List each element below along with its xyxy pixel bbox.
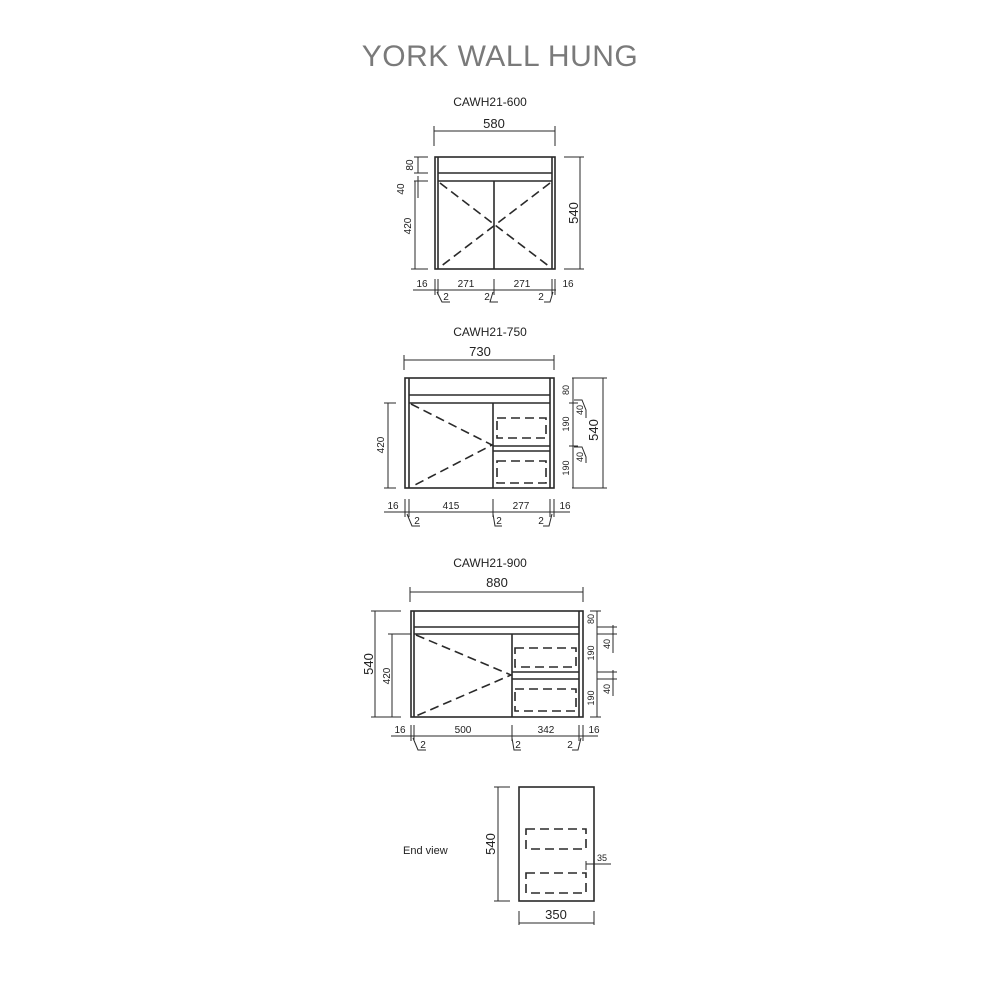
svg-text:16: 16 [416, 279, 428, 290]
svg-text:80: 80 [586, 614, 596, 624]
drawing-title: YORK WALL HUNG [361, 40, 639, 73]
end-view-depth: 350 [545, 907, 567, 922]
svg-text:415: 415 [443, 501, 460, 512]
svg-text:2: 2 [567, 740, 573, 751]
svg-text:80: 80 [405, 159, 416, 171]
svg-text:271: 271 [514, 279, 531, 290]
model-750-height: 540 [586, 419, 601, 441]
svg-text:2: 2 [484, 292, 490, 303]
svg-text:277: 277 [513, 501, 530, 512]
svg-text:16: 16 [559, 501, 571, 512]
svg-text:2: 2 [538, 292, 544, 303]
svg-text:500: 500 [455, 725, 472, 736]
svg-text:2: 2 [496, 516, 502, 527]
svg-text:16: 16 [562, 279, 574, 290]
end-view-label: End view [403, 845, 448, 857]
model-900-code: CAWH21-900 [453, 556, 527, 570]
model-750-drawing: CAWH21-750 730 420 540 80 40 190 40 [376, 325, 607, 527]
svg-text:40: 40 [396, 183, 407, 195]
svg-text:190: 190 [561, 416, 571, 431]
svg-text:2: 2 [443, 292, 449, 303]
svg-text:16: 16 [394, 725, 406, 736]
svg-text:190: 190 [561, 460, 571, 475]
svg-text:40: 40 [575, 452, 585, 462]
svg-text:40: 40 [602, 639, 612, 649]
svg-text:40: 40 [602, 684, 612, 694]
model-750-code: CAWH21-750 [453, 325, 527, 339]
svg-text:420: 420 [403, 217, 414, 234]
end-view-drawing: End view 540 350 35 [403, 786, 611, 925]
model-600-height: 540 [566, 202, 581, 224]
model-900-width: 880 [486, 575, 508, 590]
model-600-drawing: CAWH21-600 580 540 80 40 420 [396, 95, 584, 303]
svg-text:420: 420 [382, 667, 393, 684]
model-600-width: 580 [483, 116, 505, 131]
end-view-offset: 35 [597, 853, 607, 863]
svg-text:80: 80 [561, 385, 571, 395]
svg-text:2: 2 [515, 740, 521, 751]
svg-text:2: 2 [420, 740, 426, 751]
svg-text:40: 40 [575, 405, 585, 415]
svg-text:2: 2 [538, 516, 544, 527]
svg-text:16: 16 [387, 501, 399, 512]
model-900-drawing: CAWH21-900 880 540 420 80 40 [361, 556, 617, 751]
svg-text:16: 16 [588, 725, 600, 736]
svg-text:2: 2 [414, 516, 420, 527]
svg-text:342: 342 [538, 725, 555, 736]
svg-text:190: 190 [586, 645, 596, 660]
end-view-height: 540 [483, 833, 498, 855]
model-750-width: 730 [469, 344, 491, 359]
model-600-code: CAWH21-600 [453, 95, 527, 109]
model-900-height: 540 [361, 653, 376, 675]
svg-text:190: 190 [586, 690, 596, 705]
svg-text:420: 420 [376, 436, 387, 453]
svg-text:271: 271 [458, 279, 475, 290]
